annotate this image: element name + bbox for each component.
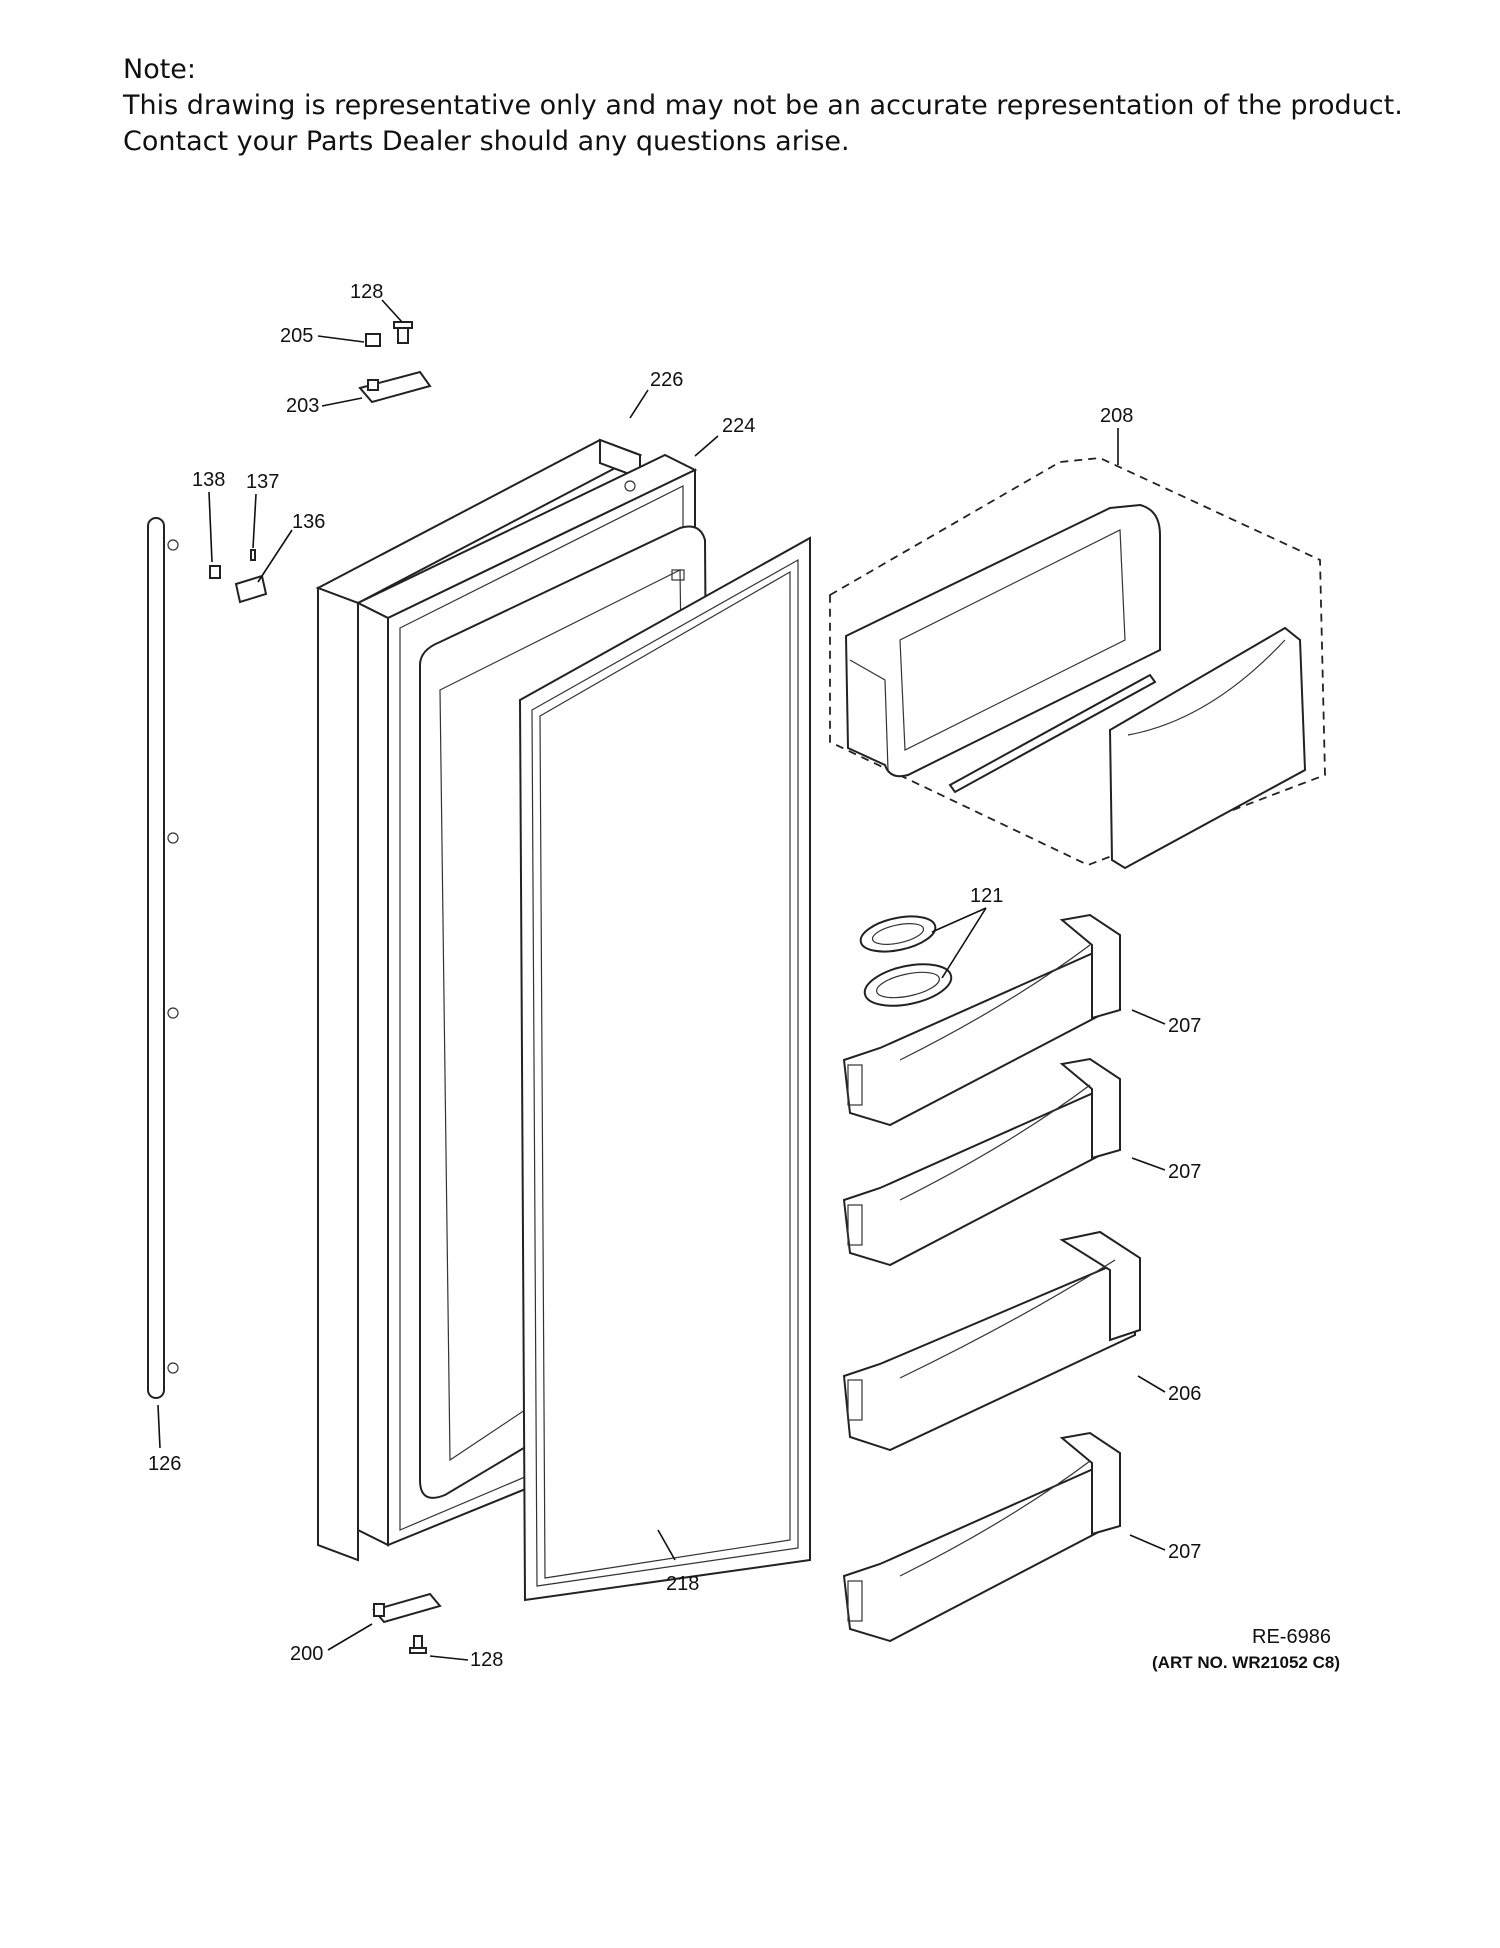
- bracket-136: [234, 574, 268, 604]
- door-gasket: [518, 536, 811, 1602]
- hinge-200-bottom: [372, 1592, 442, 1624]
- note-heading: Note:: [123, 54, 197, 85]
- handle-rod: [147, 517, 179, 1399]
- door-bin-207-2: [842, 1057, 1121, 1267]
- callout-207-b: 207: [1168, 1161, 1201, 1183]
- bushing-205: [365, 333, 381, 347]
- callout-121: 121: [970, 885, 1003, 907]
- callout-226: 226: [650, 369, 683, 391]
- door-outer-panel: [315, 438, 643, 1562]
- note-line-1: This drawing is representative only and …: [123, 90, 1403, 121]
- callout-128-bottom: 128: [470, 1649, 503, 1671]
- callout-126: 126: [148, 1453, 181, 1475]
- seal-rings-121: [859, 915, 953, 1007]
- callout-224: 224: [722, 415, 755, 437]
- door-bin-207-1: [842, 913, 1121, 1127]
- callout-207-c: 207: [1168, 1541, 1201, 1563]
- callout-206: 206: [1168, 1383, 1201, 1405]
- callout-138: 138: [192, 469, 225, 491]
- callout-208: 208: [1100, 405, 1133, 427]
- screw-128-top: [393, 321, 413, 344]
- note-line-2: Contact your Parts Dealer should any que…: [123, 126, 850, 157]
- callout-137: 137: [246, 471, 279, 493]
- module-assembly-208: [829, 457, 1326, 870]
- door-bin-206: [842, 1230, 1141, 1452]
- callout-205: 205: [280, 325, 313, 347]
- art-number: (ART NO. WR21052 C8): [1152, 1653, 1340, 1672]
- screw-138: [209, 565, 221, 579]
- drawing-id: RE-6986: [1252, 1626, 1331, 1648]
- callout-128-top: 128: [350, 281, 383, 303]
- callout-136: 136: [292, 511, 325, 533]
- callout-203: 203: [286, 395, 319, 417]
- door-bin-207-3: [842, 1431, 1121, 1643]
- callout-200: 200: [290, 1643, 323, 1665]
- callout-218: 218: [666, 1573, 699, 1595]
- note-block: Note: This drawing is representative onl…: [123, 52, 1423, 160]
- leader-lines: [157, 299, 1166, 1661]
- screw-128-bottom: [409, 1635, 427, 1654]
- callout-207-a: 207: [1168, 1015, 1201, 1037]
- hinge-203-top: [358, 370, 432, 404]
- pin-137: [250, 549, 256, 561]
